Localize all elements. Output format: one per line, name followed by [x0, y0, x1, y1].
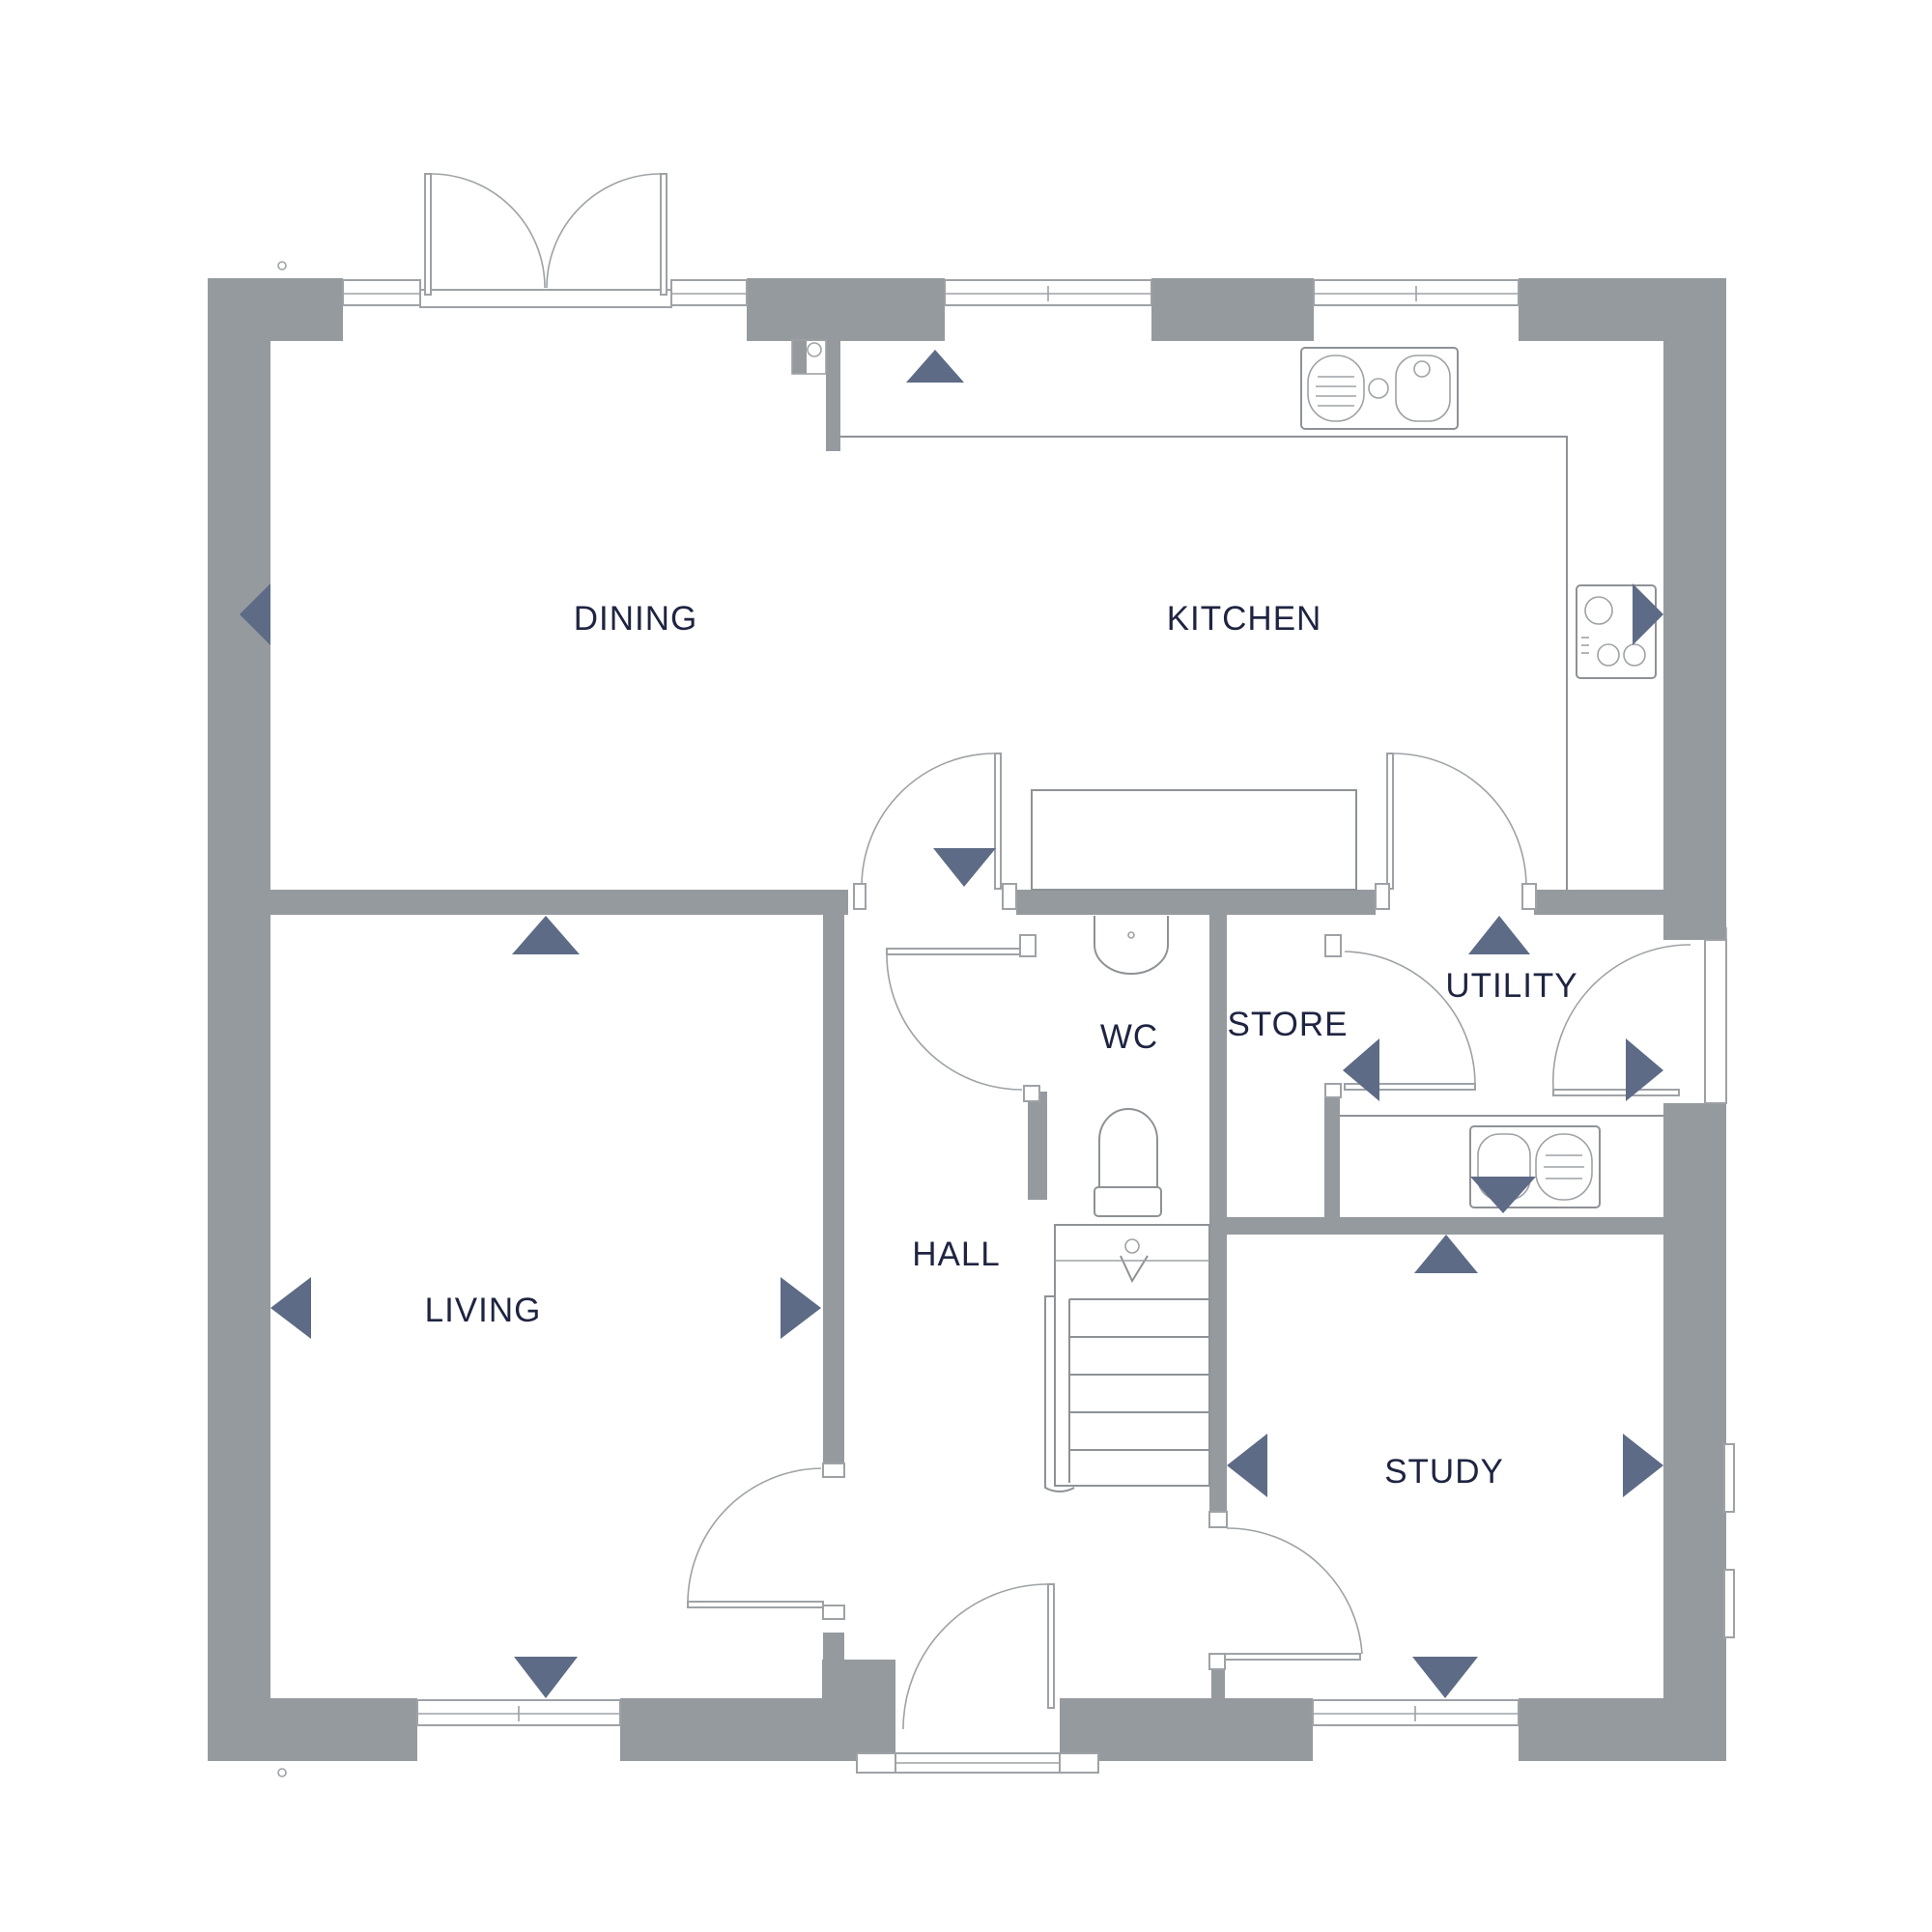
windows: [277, 261, 1735, 1777]
marker-dining-left: [240, 583, 270, 645]
marker-living-left: [270, 1277, 311, 1339]
room-label-wc: WC: [1100, 1018, 1158, 1056]
marker-utility-sink-down: [1470, 1177, 1536, 1213]
external-walls: [208, 278, 1726, 1761]
doors: [419, 173, 1691, 1774]
marker-study-right: [1623, 1434, 1663, 1497]
marker-hall-down: [933, 848, 996, 887]
marker-study-down: [1412, 1657, 1478, 1698]
room-label-living: LIVING: [425, 1292, 542, 1329]
room-label-hall: HALL: [912, 1236, 1001, 1273]
fittings: [791, 339, 1663, 1492]
room-label-kitchen: KITCHEN: [1167, 600, 1322, 638]
room-label-store: STORE: [1228, 1006, 1349, 1043]
marker-utility-up: [1468, 916, 1530, 954]
marker-study-up: [1414, 1235, 1478, 1273]
room-labels: DINING KITCHEN LIVING HALL WC STORE UTIL…: [425, 600, 1577, 1491]
marker-living-up: [512, 916, 580, 954]
marker-store-left: [1343, 1038, 1379, 1101]
marker-study-left: [1227, 1434, 1267, 1497]
view-markers: [240, 350, 1663, 1698]
marker-living-right: [781, 1277, 821, 1339]
marker-utility-right: [1626, 1038, 1663, 1101]
internal-walls: [270, 340, 1663, 1702]
room-label-dining: DINING: [574, 600, 698, 638]
room-label-utility: UTILITY: [1445, 967, 1577, 1005]
marker-kitchen-right: [1633, 583, 1663, 645]
marker-kitchen-up: [906, 350, 964, 383]
room-label-study: STUDY: [1384, 1453, 1504, 1491]
marker-living-down: [514, 1657, 578, 1698]
